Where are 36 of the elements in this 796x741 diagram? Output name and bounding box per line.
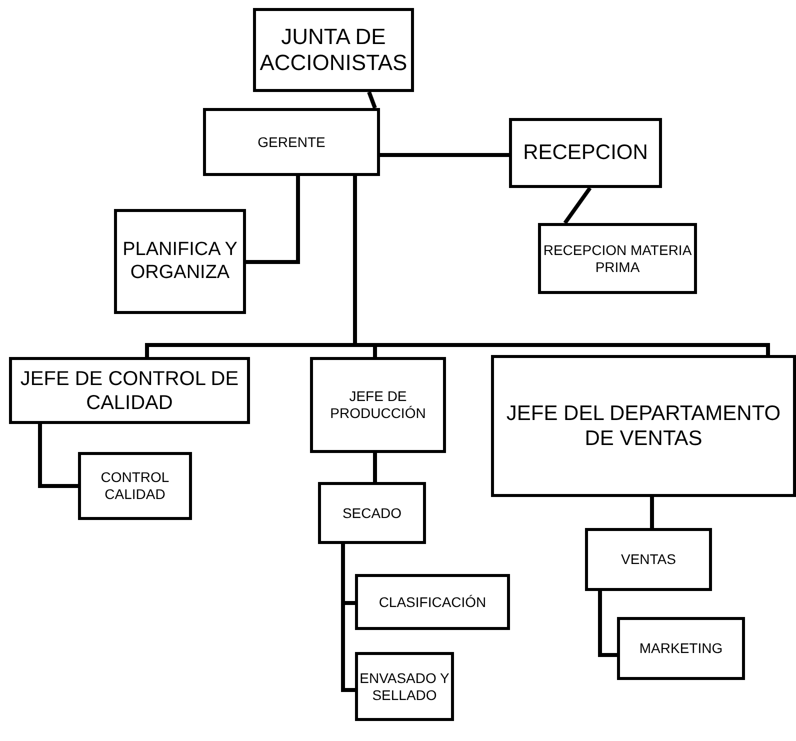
box-label: SECADO xyxy=(342,504,402,522)
org-box xyxy=(585,528,712,591)
connector-line xyxy=(650,497,654,528)
org-box xyxy=(355,652,454,721)
box-label: CLASIFICACIÓN xyxy=(378,594,486,610)
org-box xyxy=(491,355,796,497)
box-label: RECEPCION MATERIA PRIMA xyxy=(542,242,693,276)
org-box xyxy=(310,357,446,453)
connector-line xyxy=(246,176,300,264)
org-box xyxy=(203,108,380,176)
box-label: ENVASADO Y SELLADO xyxy=(358,670,450,704)
org-box xyxy=(509,118,662,188)
box-label: JUNTA DE ACCIONISTAS xyxy=(258,24,408,76)
box-label: CONTROL CALIDAD xyxy=(100,469,170,503)
org-box xyxy=(253,8,414,92)
connector-line xyxy=(367,91,377,109)
box-label: JEFE DEL DEPARTAMENTO DE VENTAS xyxy=(505,400,782,452)
connector-line xyxy=(380,153,509,157)
org-box xyxy=(355,574,510,630)
box-label: RECEPCION xyxy=(523,140,648,166)
connector-line xyxy=(563,186,592,224)
org-box xyxy=(538,223,697,294)
box-label: VENTAS xyxy=(621,551,676,568)
org-box xyxy=(78,452,192,520)
connector-line xyxy=(598,591,617,657)
box-label: GERENTE xyxy=(258,134,326,150)
org-box xyxy=(318,482,426,544)
box-label: JEFE DE CONTROL DE CALIDAD xyxy=(19,366,240,414)
org-box xyxy=(114,209,246,314)
connector-line xyxy=(38,424,78,488)
box-label: MARKETING xyxy=(639,640,723,657)
connector-line xyxy=(373,453,377,482)
org-box xyxy=(617,617,745,680)
org-box xyxy=(9,357,250,424)
box-label: PLANIFICA Y ORGANIZA xyxy=(122,238,238,284)
box-label: JEFE DE PRODUCCIÓN xyxy=(329,388,427,422)
